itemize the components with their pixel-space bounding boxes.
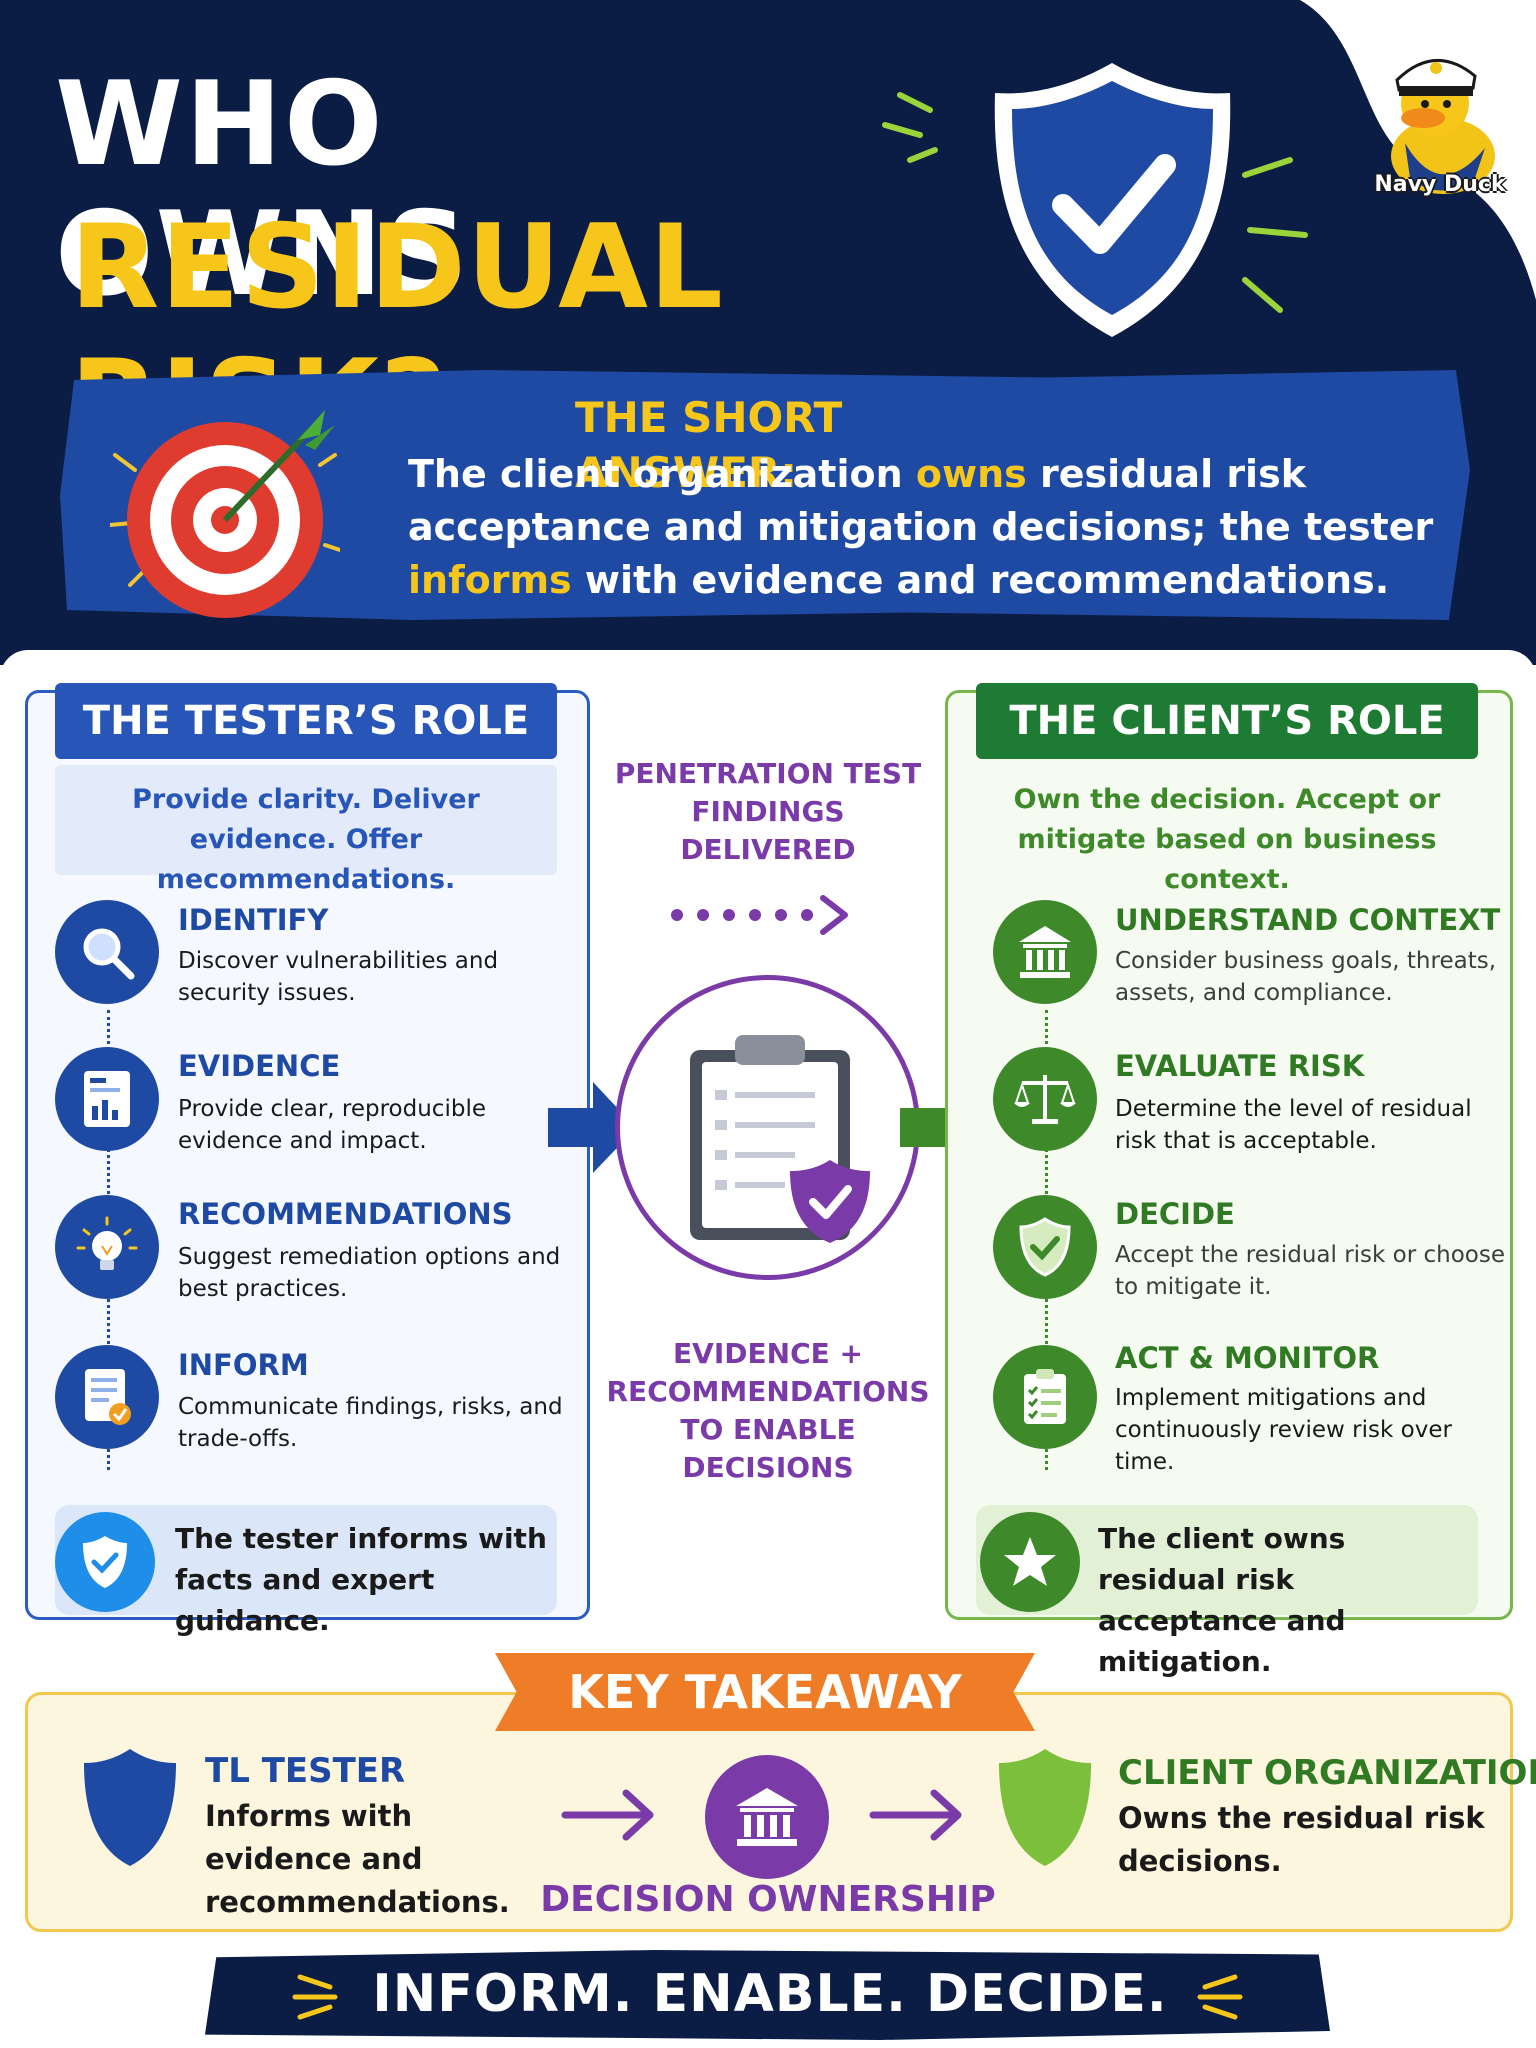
step-description: Suggest remediation options and best pra…	[178, 1244, 561, 1302]
step-title: EVIDENCE	[178, 1049, 341, 1083]
sparkle-lines-icon	[1197, 1974, 1243, 2020]
highlight-informs: informs	[408, 558, 572, 602]
takeaway-tester-title: TL TESTER	[205, 1751, 406, 1791]
client-shield-icon	[999, 1749, 1091, 1866]
navy-duck-logo-icon	[1391, 59, 1495, 194]
decision-ownership-label: DECISION OWNERSHIP	[540, 1879, 996, 1920]
client-role-panel	[945, 690, 1513, 1620]
short-answer-title: THE SHORT ANSWER:	[575, 393, 843, 497]
slogan-text: INFORM. ENABLE. DECIDE. OWN.	[372, 1964, 1168, 2024]
building-icon	[705, 1755, 829, 1879]
step-title: ACT & MONITOR	[1115, 1341, 1380, 1375]
tester-shield-icon	[84, 1749, 176, 1866]
shield-check-icon	[994, 63, 1231, 337]
step-title: RECOMMENDATIONS	[178, 1197, 513, 1231]
step-title: DECIDE	[1115, 1197, 1235, 1231]
step-description: Implement mitigations and continuously r…	[1115, 1385, 1452, 1475]
scales-icon	[993, 1047, 1097, 1151]
shield-check-icon	[55, 1512, 155, 1612]
shield-check-icon	[993, 1195, 1097, 1299]
step-title: IDENTIFY	[178, 903, 329, 937]
step-description: Accept the residual risk or choose to mi…	[1115, 1242, 1506, 1300]
short-answer-part: The client organization	[408, 452, 916, 496]
client-footnote-text: The client owns residual risk acceptance…	[1098, 1522, 1346, 1678]
step-description: Discover vulnerabilities and security is…	[178, 948, 499, 1006]
step-description: Provide clear, reproducible evidence and…	[178, 1096, 486, 1154]
step-description: Determine the level of residual risk tha…	[1115, 1096, 1472, 1154]
key-takeaway-ribbon: KEY TAKEAWAY	[495, 1653, 1035, 1731]
takeaway-tester-desc: Informs with evidence and recommendation…	[205, 1799, 510, 1919]
tester-footnote-text: The tester informs with facts and expert…	[175, 1522, 547, 1637]
checklist-icon	[993, 1345, 1097, 1449]
title-line-2: RESIDUAL RISK?	[70, 200, 724, 470]
arrow-right-icon	[561, 1789, 654, 1841]
step-description: Communicate findings, risks, and trade-o…	[178, 1394, 563, 1452]
lightbulb-icon	[55, 1195, 159, 1299]
center-bottom-label: EVIDENCE + RECOMMENDATIONS TO ENABLE DEC…	[606, 1337, 930, 1484]
report-icon	[55, 1047, 159, 1151]
short-answer-part: with evidence and recommendations.	[571, 558, 1390, 602]
arrow-right-icon	[548, 1082, 636, 1173]
slogan-banner	[205, 1950, 1330, 2040]
tester-role-subtitle: Provide clarity. Deliver evidence. Offer…	[55, 765, 557, 895]
arrow-right-icon	[869, 1789, 962, 1841]
step-title: EVALUATE RISK	[1115, 1049, 1365, 1083]
takeaway-client-title: CLIENT ORGANIZATION	[1118, 1753, 1536, 1793]
logo-label: Navy Duck	[1374, 172, 1506, 197]
dotted-arrow-icon	[671, 895, 848, 935]
sparkle-lines-icon	[882, 92, 938, 163]
target-icon	[110, 410, 340, 618]
sparkle-lines-icon	[1242, 157, 1308, 313]
short-answer-text: The client organization owns residual ri…	[408, 448, 1448, 608]
takeaway-client-desc: Owns the residual risk decisions.	[1118, 1801, 1485, 1878]
star-icon	[980, 1512, 1080, 1612]
building-icon	[993, 900, 1097, 1004]
center-top-label: PENETRATION TEST FINDINGS DELIVERED	[614, 757, 922, 866]
title-line-1: WHO OWNS	[55, 57, 471, 322]
step-title: UNDERSTAND CONTEXT	[1115, 903, 1501, 937]
document-check-icon	[55, 1345, 159, 1449]
magnifier-icon	[55, 900, 159, 1004]
step-title: INFORM	[178, 1348, 309, 1382]
client-role-heading: THE CLIENT’S ROLE	[976, 683, 1478, 759]
sparkle-lines-icon	[292, 1974, 338, 2020]
client-role-subtitle: Own the decision. Accept or mitigate bas…	[1013, 784, 1441, 895]
clipboard-shield-icon	[690, 1035, 870, 1243]
step-description: Consider business goals, threats, assets…	[1115, 948, 1497, 1006]
highlight-owns: owns	[915, 452, 1027, 496]
tester-role-heading: THE TESTER’S ROLE	[55, 683, 557, 759]
short-answer-part: residual risk acceptance and mitigation …	[408, 452, 1434, 549]
